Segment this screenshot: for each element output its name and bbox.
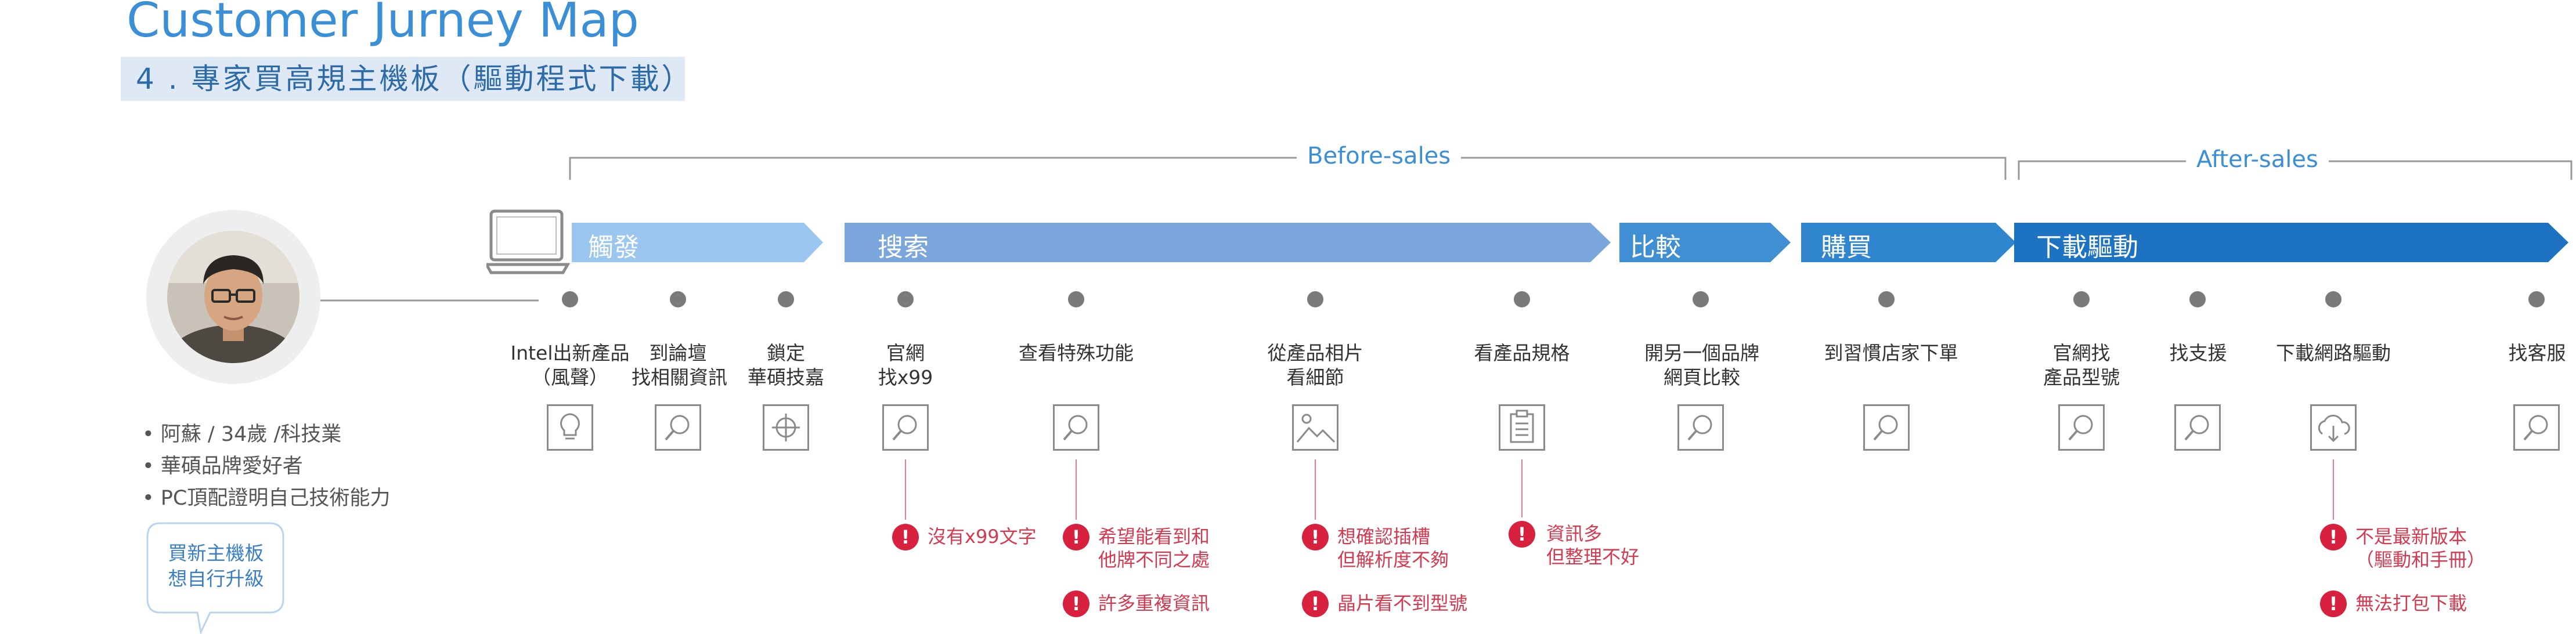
pain-connector <box>1315 459 1316 520</box>
stage-arrow-download <box>2014 223 2568 262</box>
target-icon <box>763 404 809 451</box>
step-label: 找支援 <box>2169 342 2227 364</box>
step-dot <box>1514 291 1530 307</box>
search-icon <box>2513 404 2560 451</box>
step-dot <box>562 291 578 307</box>
step-dot <box>897 291 914 307</box>
step-label: 找客服 <box>2508 342 2566 364</box>
step-label: 從產品相片看細節 <box>1267 342 1363 389</box>
image-icon <box>1292 404 1338 451</box>
persona-trait: • 阿蘇 / 34歲 /科技業 <box>142 423 342 446</box>
step-dot <box>670 291 686 307</box>
step-label: 鎖定華碩技嘉 <box>748 342 824 389</box>
stage-label-download: 下載驅動 <box>2036 233 2138 262</box>
step-label: 到論壇找相關資訊 <box>632 342 727 389</box>
search-icon <box>1677 404 1724 451</box>
pain-connector <box>1521 459 1522 517</box>
step-label: 到習慣店家下單 <box>1824 342 1958 364</box>
lightbulb-icon <box>547 404 593 451</box>
pain-point: 想確認插槽但解析度不夠 <box>1337 526 1449 571</box>
pain-point: 希望能看到和他牌不同之處 <box>1098 526 1210 571</box>
pain-point: 無法打包下載 <box>2355 592 2467 614</box>
step-label: 官網找產品型號 <box>2043 342 2120 389</box>
speech-bubble <box>146 522 284 634</box>
pain-connector <box>1076 459 1077 520</box>
step-dot <box>1068 291 1084 307</box>
speech-bubble-text: 買新主機板 想自行升級 <box>168 542 264 590</box>
search-icon <box>655 404 701 451</box>
phase-before-sales: Before-sales <box>1297 143 1462 169</box>
step-dot <box>1878 291 1895 307</box>
step-label: 下載網路驅動 <box>2276 342 2391 364</box>
stage-arrow-trigger <box>572 223 823 262</box>
step-label: Intel出新產品（風聲） <box>510 342 630 389</box>
stage-label-search: 搜索 <box>878 233 929 262</box>
avatar <box>167 231 300 363</box>
step-label: 看產品規格 <box>1474 342 1570 364</box>
search-icon <box>2058 404 2105 451</box>
stage-label-buy: 購買 <box>1821 233 1872 262</box>
laptop-icon <box>486 209 571 274</box>
pain-point: 晶片看不到型號 <box>1337 592 1468 614</box>
step-dot <box>778 291 794 307</box>
phase-after-sales: After-sales <box>2186 146 2329 173</box>
step-dot <box>2189 291 2206 307</box>
step-dot <box>2325 291 2342 307</box>
alert-icon: ! <box>1302 524 1329 550</box>
search-icon <box>2174 404 2221 451</box>
stage-label-trigger: 觸發 <box>588 233 639 262</box>
alert-icon: ! <box>2320 590 2347 617</box>
persona-trait: • 華碩品牌愛好者 <box>142 455 303 478</box>
step-dot <box>1307 291 1323 307</box>
alert-icon: ! <box>1509 521 1535 548</box>
alert-icon: ! <box>1063 590 1089 617</box>
pain-point: 資訊多但整理不好 <box>1546 523 1640 568</box>
alert-icon: ! <box>1302 590 1329 617</box>
pain-connector <box>905 459 906 520</box>
stage-label-compare: 比較 <box>1630 233 1681 262</box>
persona-trait: • PC頂配證明自己技術能力 <box>142 487 391 510</box>
stage-arrow-search <box>845 223 1611 262</box>
alert-icon: ! <box>1063 524 1089 550</box>
pain-point: 沒有x99文字 <box>928 526 1037 548</box>
step-label: 官網找x99 <box>878 342 933 389</box>
stage-arrow-buy <box>1801 223 2016 262</box>
search-icon <box>1053 404 1099 451</box>
search-icon <box>882 404 929 451</box>
step-dot <box>1693 291 1709 307</box>
step-dot <box>2528 291 2545 307</box>
alert-icon: ! <box>2320 524 2347 550</box>
step-dot <box>2073 291 2090 307</box>
page-subtitle: 4 . 專家買高規主機板（驅動程式下載） <box>121 57 691 101</box>
pain-connector <box>2333 459 2334 520</box>
alert-icon: ! <box>892 524 919 550</box>
step-label: 查看特殊功能 <box>1019 342 1134 364</box>
page-title: Customer Jurney Map <box>127 0 639 48</box>
stage-arrow-compare <box>1619 223 1791 262</box>
step-label: 開另一個品牌網頁比較 <box>1644 342 1759 389</box>
pain-point: 許多重複資訊 <box>1098 592 1210 614</box>
pain-point: 不是最新版本（驅動和手冊） <box>2355 526 2486 571</box>
clipboard-icon <box>1499 404 1545 451</box>
cloud-download-icon <box>2310 404 2357 451</box>
search-icon <box>1863 404 1910 451</box>
